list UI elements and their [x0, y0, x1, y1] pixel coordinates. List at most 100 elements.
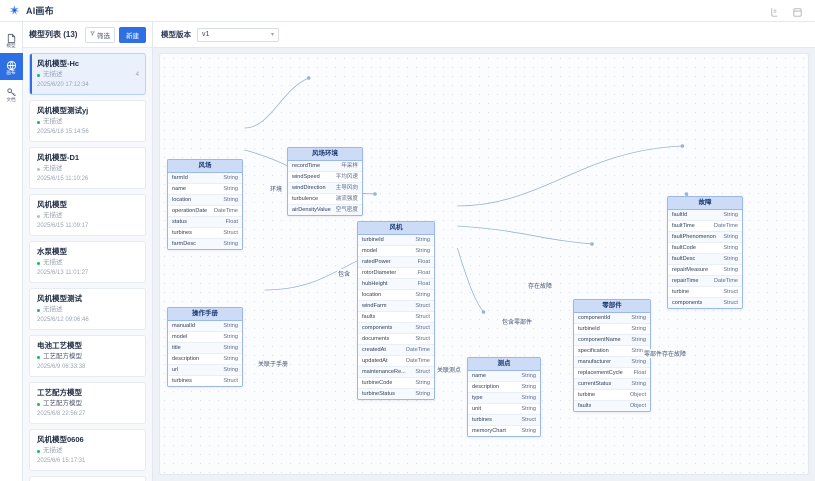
er-field-name: model [172, 333, 188, 340]
version-select[interactable]: v1 ▾ [197, 27, 279, 42]
globe-icon [6, 58, 17, 70]
list-item-meta: 无描述 [37, 165, 139, 173]
list-item-time: 2025/6/6 15:17:31 [37, 458, 86, 464]
er-table-title: 风机 [358, 222, 434, 235]
rail-item-model[interactable]: 模型 [0, 26, 23, 53]
topbar-actions [769, 5, 807, 17]
er-field-type: Struct [521, 416, 536, 423]
er-field-type: Struct [415, 324, 430, 331]
status-badge [37, 73, 40, 77]
er-field-name: farmDesc [172, 240, 196, 247]
er-field-name: airDensityValue [292, 206, 331, 213]
rail-label-canvas: 画布 [6, 69, 16, 76]
status-badge [37, 261, 40, 265]
rail-label-model: 模型 [6, 42, 16, 49]
er-field-name: unit [472, 405, 482, 412]
rail-item-canvas[interactable]: 画布 [0, 53, 23, 80]
er-field-type: String [521, 372, 536, 379]
er-field-name: turbineId [578, 325, 600, 332]
er-field-type: String [631, 347, 646, 354]
model-list-title: 模型列表 (13) [29, 30, 78, 39]
list-item-meta: 工艺配方模型 [37, 400, 139, 408]
list-item-title: 风机模型0606 [37, 435, 84, 444]
help-icon[interactable] [769, 5, 780, 17]
er-field-name: faultPhenomenon [672, 233, 716, 240]
er-field-type: Struct [415, 313, 430, 320]
list-item-time: 2025/6/12 09:06:46 [37, 317, 89, 323]
er-field-type: Float [417, 269, 430, 276]
list-item[interactable]: 风机模型yj无描述2025/6/6 15:10:59 [29, 476, 146, 481]
er-field-type: Struct [723, 299, 738, 306]
er-field-type: Float [417, 258, 430, 265]
list-item-title: 水泵模型 [37, 247, 67, 256]
er-field-name: turbineStatus [362, 390, 395, 397]
er-field-name: turbineId [362, 236, 384, 243]
er-field-name: componentName [578, 336, 621, 343]
er-field-name: faultDesc [672, 255, 696, 262]
er-field-name: name [172, 185, 186, 192]
canvas-area: 模型版本 v1 ▾ [153, 22, 815, 481]
edge-label: 包含零部件 [501, 317, 534, 326]
list-item-meta: 无描述 [37, 212, 139, 220]
book-icon[interactable] [792, 5, 803, 17]
er-field-type: 湍流强度 [335, 195, 358, 202]
er-field-type: Struct [415, 302, 430, 309]
edge-label: 关联测点 [436, 365, 463, 374]
er-field-type: String [521, 394, 536, 401]
list-item-title: 工艺配方模型 [37, 388, 82, 397]
rail-label-doc: 文档 [6, 96, 16, 103]
er-field-type: 平均风速 [335, 173, 358, 180]
er-field-name: maintenanceRe... [362, 368, 406, 375]
model-list-header: 模型列表 (13) 筛选 新建 [23, 22, 152, 48]
filter-button[interactable]: 筛选 [85, 26, 115, 43]
er-field-name: turbulence [292, 195, 319, 202]
list-item-title: 风机模型 [37, 200, 67, 209]
list-item-title: 电池工艺模型 [37, 341, 82, 350]
er-table-row: turbulence 湍流强度 [288, 194, 362, 205]
er-field-name: operationDate [172, 207, 208, 214]
status-badge [37, 355, 40, 359]
rail-item-doc[interactable]: 文档 [0, 80, 23, 107]
er-field-name: type [472, 394, 483, 401]
new-model-button[interactable]: 新建 [119, 26, 146, 43]
er-field-name: description [472, 383, 500, 390]
er-field-type: String [223, 174, 238, 181]
er-field-name: turbines [172, 377, 192, 384]
er-field-name: windFarm [362, 302, 387, 309]
er-field-name: recordTime [292, 162, 321, 169]
